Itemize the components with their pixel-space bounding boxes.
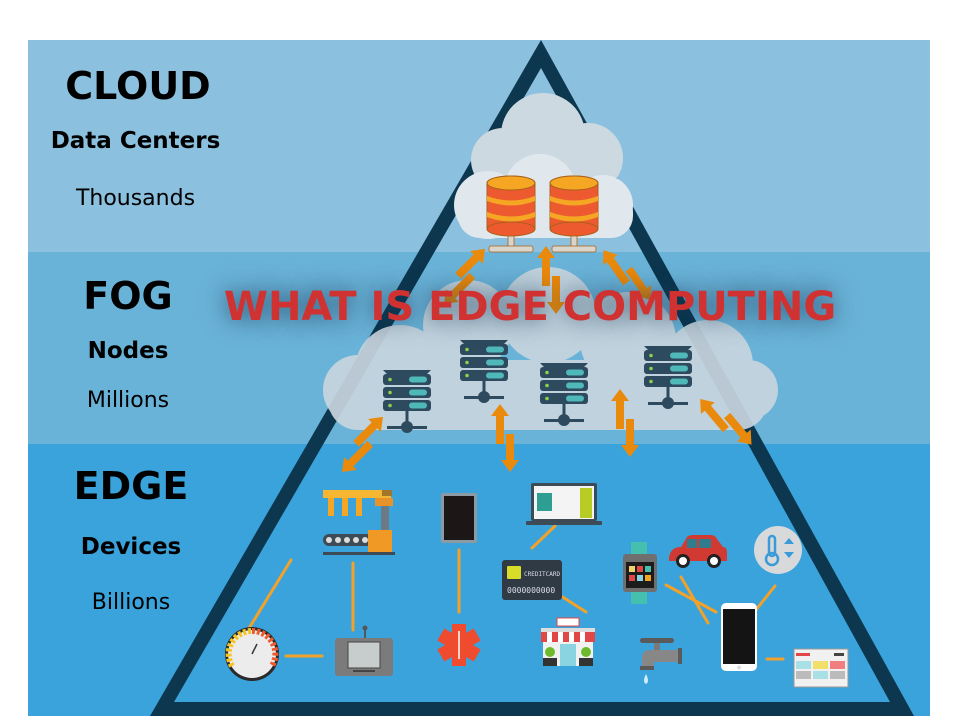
fog-tier-count: Millions [86, 388, 170, 413]
cloud-tier-title: CLOUD [65, 64, 211, 108]
edge-computing-diagram: CREDITCARD 0000000000 [28, 40, 930, 716]
credit-card-number: 0000000000 [507, 586, 555, 595]
industrial-robot-arm-icon [323, 490, 395, 555]
medical-star-of-life-icon [437, 624, 481, 666]
cloud-datacenter-cloud [454, 93, 633, 239]
web-dashboard-icon [793, 648, 849, 688]
smartphone-icon [721, 603, 757, 671]
fog-tier-title: FOG [83, 274, 173, 318]
cloud-tier-count: Thousands [75, 186, 196, 211]
water-tap-icon [640, 638, 682, 684]
storefront-icon [541, 617, 595, 666]
headline-title: WHAT IS EDGE COMPUTING [223, 284, 837, 330]
edge-tier-subtitle: Devices [80, 534, 182, 560]
cloud-tier-subtitle: Data Centers [50, 128, 221, 154]
diagram-artwork: CREDITCARD 0000000000 [150, 40, 914, 716]
edge-tier-title: EDGE [73, 464, 189, 508]
fog-tier-subtitle: Nodes [87, 338, 169, 364]
edge-tier-count: Billions [91, 590, 171, 615]
credit-card-icon: CREDITCARD 0000000000 [502, 560, 562, 600]
gauge-meter-icon [225, 627, 279, 681]
thermostat-icon [754, 526, 802, 574]
device-connector-lines [241, 524, 785, 661]
credit-card-label: CREDITCARD [524, 571, 561, 578]
car-icon [669, 535, 727, 568]
smartwatch-icon [623, 542, 657, 604]
handheld-console-icon [335, 625, 393, 676]
laptop-icon [526, 483, 602, 525]
tablet-icon [441, 493, 477, 543]
